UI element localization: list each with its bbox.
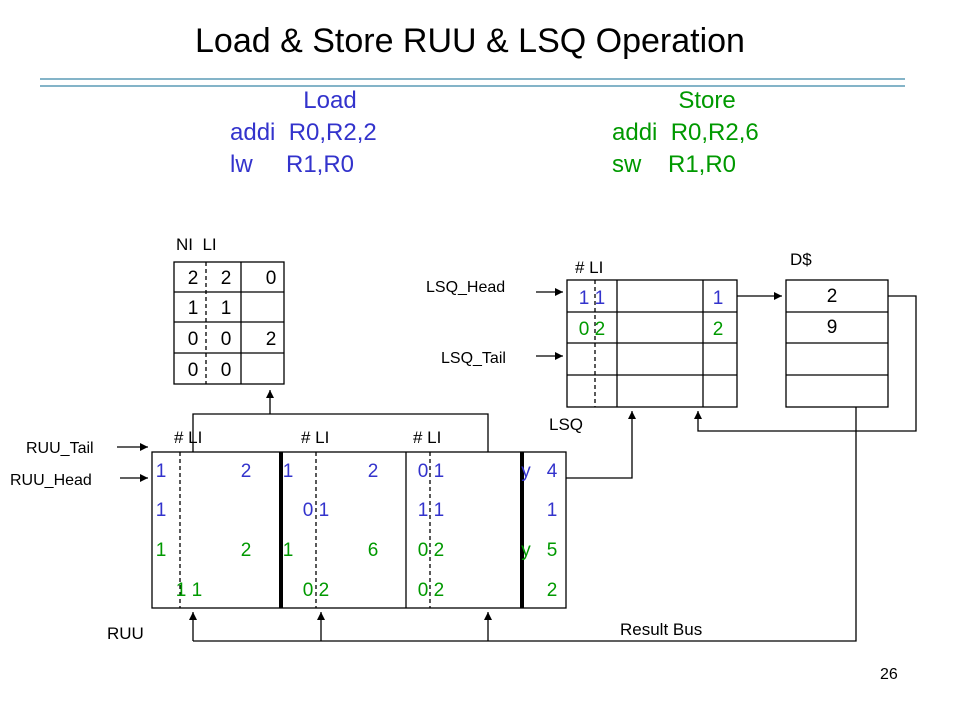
regfile-cell: 1: [188, 298, 199, 319]
result-bus-line: [193, 407, 857, 642]
lsq-head-label: LSQ_Head: [426, 279, 505, 296]
ruu-head-label: RUU_Head: [10, 472, 92, 489]
ruu-cell: 1: [283, 461, 294, 482]
lsq-cell: 1 1: [579, 288, 605, 309]
lsq-name: LSQ: [549, 415, 583, 434]
ruu-header: # LI: [413, 428, 441, 447]
ruu-name: RUU: [107, 624, 144, 643]
lsq-tail-label: LSQ_Tail: [441, 350, 506, 367]
ruu-cell: 2: [241, 461, 252, 482]
data-cache: D$ 2 9: [785, 250, 889, 408]
register-file: NI LI 2 2 0 1 1 0 0 2 0 0: [173, 235, 285, 385]
regfile-cell: 0: [221, 329, 232, 350]
store-heading: Store: [678, 87, 735, 114]
dcache-label: D$: [790, 250, 812, 269]
load-heading: Load: [303, 87, 356, 114]
dcache-cell: 9: [827, 317, 838, 338]
load-line-2: lw R1,R0: [230, 151, 354, 178]
ruu-cell: 0 1: [303, 500, 329, 521]
regfile-cell: 2: [188, 268, 199, 289]
store-line-1: addi R0,R2,6: [612, 119, 759, 146]
ruu: # LI # LI # LI RUU_Tail RUU_Head 1 2 1 2…: [10, 428, 567, 643]
ruu-cell: y: [521, 461, 531, 482]
regfile-cell: 1: [221, 298, 232, 319]
load-line-1: addi R0,R2,2: [230, 119, 377, 146]
ruu-header: # LI: [301, 428, 329, 447]
regfile-box: [173, 261, 285, 385]
regfile-cell: 2: [221, 268, 232, 289]
lsq-cell: 2: [713, 319, 724, 340]
page-number: 26: [880, 666, 898, 683]
ruu-commit-bus: [192, 413, 489, 452]
lsq-header: # LI: [575, 258, 603, 277]
ruu-cell: 1: [156, 500, 167, 521]
ruu-cell: y: [521, 540, 531, 561]
regfile-cell: 0: [188, 360, 199, 381]
ruu-to-lsq-arrow: [566, 411, 636, 479]
store-line-2: sw R1,R0: [612, 151, 736, 178]
regfile-cell: 0: [188, 329, 199, 350]
ruu-cell: 0 2: [418, 580, 444, 601]
ruu-cell: 0 2: [418, 540, 444, 561]
dcache-cell: 2: [827, 286, 838, 307]
ruu-cell: 4: [547, 461, 558, 482]
ruu-cell: 2: [241, 540, 252, 561]
lsq-cell: 0 2: [579, 319, 605, 340]
ruu-cell: 1: [547, 500, 558, 521]
ruu-cell: 1 1: [176, 580, 202, 601]
ruu-cell: 1: [156, 461, 167, 482]
lsq-cell: 1: [713, 288, 724, 309]
lsq: # LI LSQ_Head LSQ_Tail 1 1 1 0 2 2 LSQ: [426, 258, 738, 434]
regfile-cell: 0: [266, 268, 277, 289]
ruu-cell: 2: [547, 580, 558, 601]
result-bus-label: Result Bus: [620, 620, 702, 639]
regfile-cell: 2: [266, 329, 277, 350]
ruu-header: # LI: [174, 428, 202, 447]
ruu-cell: 1 1: [418, 500, 444, 521]
ruu-box: [151, 451, 567, 609]
ruu-cell: 6: [368, 540, 379, 561]
ruu-tail-label: RUU_Tail: [26, 440, 94, 457]
ruu-cell: 0 1: [418, 461, 444, 482]
dcache-return-arrow: [694, 295, 917, 432]
ruu-cell: 1: [156, 540, 167, 561]
ruu-cell: 5: [547, 540, 558, 561]
page-title: Load & Store RUU & LSQ Operation: [195, 22, 745, 60]
regfile-cell: 0: [221, 360, 232, 381]
ruu-cell: 2: [368, 461, 379, 482]
regfile-header: NI LI: [176, 235, 217, 254]
ruu-cell: 0 2: [303, 580, 329, 601]
ruu-cell: 1: [283, 540, 294, 561]
